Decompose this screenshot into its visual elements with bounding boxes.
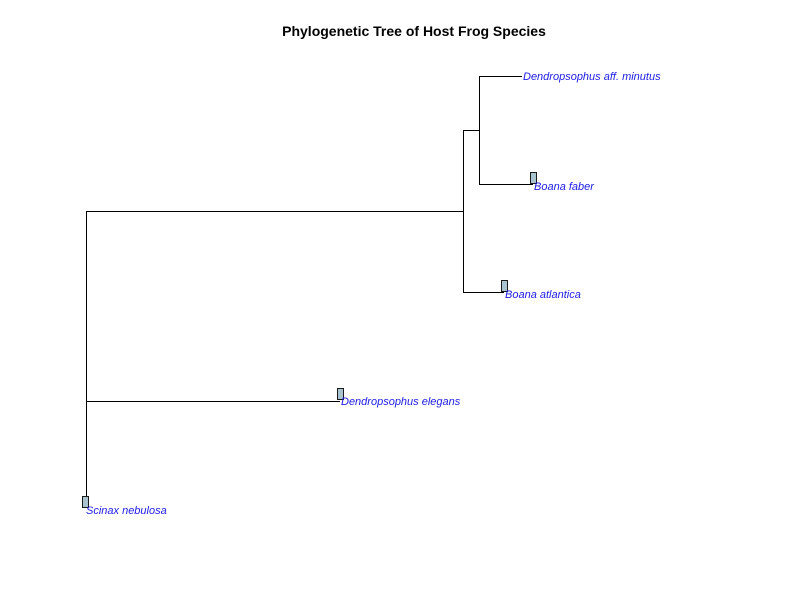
tip-marker-scinax-nebulosa: [82, 496, 89, 508]
tip-label-boana-faber: Boana faber: [534, 181, 595, 193]
tip-marker-dendropsophus-elegans: [337, 388, 344, 400]
tip-label-boana-atlantica: Boana atlantica: [505, 289, 581, 301]
tree-branches: [86, 76, 533, 496]
tip-markers: [82, 172, 537, 508]
tip-label-dendropsophus-elegans: Dendropsophus elegans: [341, 396, 461, 408]
tip-label-dendropsophus-aff-minutus: Dendropsophus aff. minutus: [523, 71, 661, 83]
tip-marker-boana-faber: [530, 172, 537, 184]
tip-marker-boana-atlantica: [501, 280, 508, 292]
tip-labels: Dendropsophus aff. minutus Boana faber B…: [86, 71, 661, 517]
diagram-title: Phylogenetic Tree of Host Frog Species: [282, 23, 546, 39]
tip-label-scinax-nebulosa: Scinax nebulosa: [86, 505, 167, 517]
